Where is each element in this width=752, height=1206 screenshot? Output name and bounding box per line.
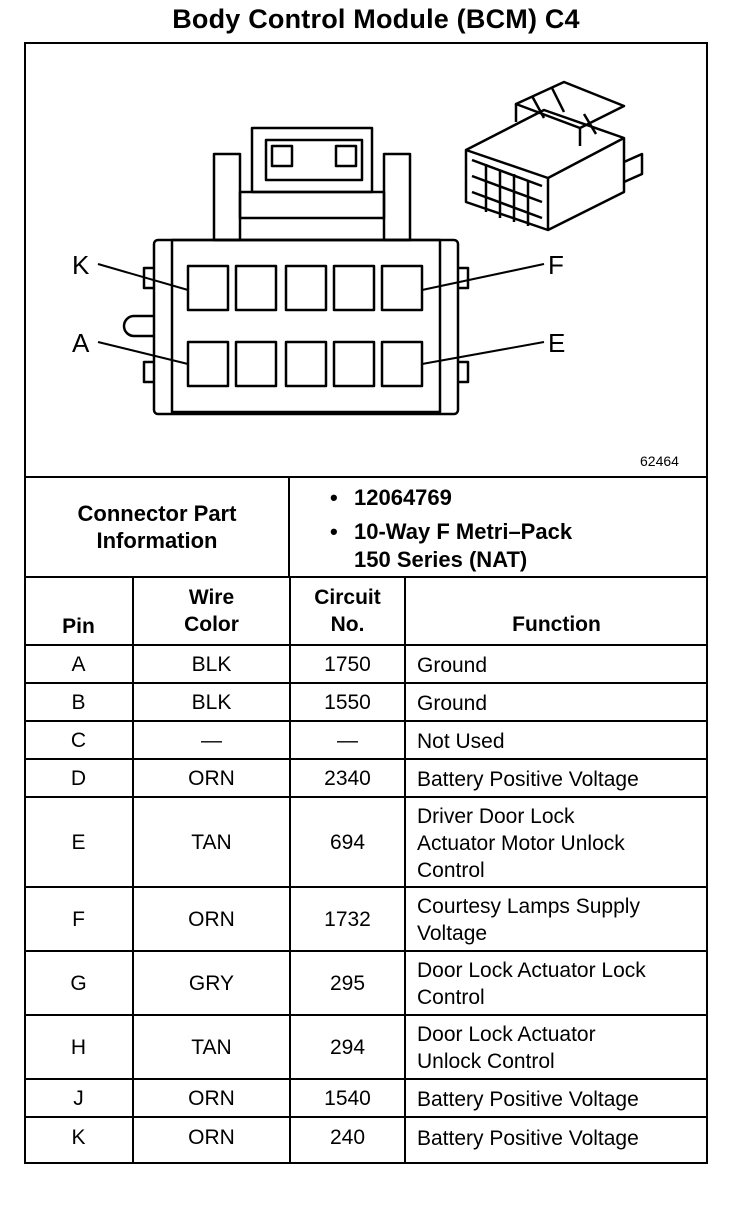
function-cell: Ground: [417, 691, 488, 715]
circuit-cell: 294: [329, 1036, 366, 1059]
wire-color-cell: TAN: [191, 1036, 232, 1059]
wire-color-cell: GRY: [188, 972, 235, 995]
connector-latch: [212, 126, 412, 242]
table-column-rule: [404, 578, 406, 1162]
function-cell: Battery Positive Voltage: [417, 1087, 639, 1111]
circuit-cell: 1550: [324, 691, 371, 714]
pin-cell: K: [71, 1126, 86, 1149]
callout-e: E: [548, 328, 565, 358]
circuit-cell: 1750: [324, 653, 371, 676]
table-rule: [24, 758, 708, 760]
table-column-rule: [132, 578, 134, 1162]
wire-color-cell: ORN: [188, 1126, 235, 1149]
table-rule: [24, 682, 708, 684]
pin-cell: C: [70, 729, 87, 752]
connector-info-label: Connector Part Information: [77, 501, 237, 553]
divider: [24, 476, 708, 478]
circuit-cell: —: [337, 729, 358, 752]
connector-info-details: • 12064769 • 10-Way F Metri–Pack 150 Ser…: [330, 485, 573, 572]
cavity-a: [186, 340, 230, 388]
circuit-cell: 1540: [324, 1087, 371, 1110]
cavity-e: [380, 340, 424, 388]
pin-cell: B: [71, 691, 86, 714]
wire-color-cell: BLK: [191, 653, 232, 676]
figure-number: 62464: [640, 453, 679, 469]
cavity-d: [332, 340, 376, 388]
circuit-cell: 240: [329, 1126, 366, 1149]
wire-color-cell: ORN: [188, 767, 235, 790]
wire-color-cell: BLK: [191, 691, 232, 714]
connector-diagram: K A F E: [72, 80, 644, 416]
pin-cell: H: [70, 1036, 87, 1059]
cavity-h: [284, 264, 328, 312]
circuit-cell: 1732: [324, 908, 371, 931]
wire-color-cell: ORN: [188, 908, 235, 931]
function-cell: Not Used: [417, 729, 505, 753]
table-column-rule: [289, 578, 291, 1162]
cavity-b: [234, 340, 278, 388]
connector-description-line1: 10-Way F Metri–Pack: [354, 519, 573, 544]
table-rule: [24, 886, 708, 888]
pin-cell: F: [72, 908, 85, 931]
pin-cell: G: [70, 972, 87, 995]
wire-color-cell: ORN: [188, 1087, 235, 1110]
connector-description-line2: 150 Series (NAT): [354, 547, 528, 572]
wire-color-cell: TAN: [191, 831, 232, 854]
function-cell: Battery Positive Voltage: [417, 767, 639, 791]
wire-color-cell: —: [201, 729, 222, 752]
circuit-cell: 694: [329, 831, 366, 854]
cavity-f: [380, 264, 424, 312]
function-cell: Battery Positive Voltage: [417, 1126, 639, 1150]
header-function: Function: [512, 613, 601, 636]
pin-cavities: [186, 264, 424, 388]
divider: [288, 476, 290, 578]
callout-f: F: [548, 250, 564, 280]
connector-body: [122, 238, 470, 416]
circuit-cell: 295: [329, 972, 366, 995]
table-rule: [24, 950, 708, 952]
header-pin: Pin: [62, 615, 95, 638]
diagram-frame: [24, 42, 708, 1164]
function-cell: Ground: [417, 653, 488, 677]
circuit-cell: 2340: [324, 767, 371, 790]
cavity-k: [186, 264, 230, 312]
table-rule: [24, 1116, 708, 1118]
table-rule: [24, 644, 708, 646]
callout-a: A: [72, 328, 90, 358]
table-rule: [24, 1078, 708, 1080]
callout-k: K: [72, 250, 90, 280]
cavity-j: [234, 264, 278, 312]
table-rule: [24, 720, 708, 722]
callout-leaders: [97, 263, 545, 365]
cavity-c: [284, 340, 328, 388]
pin-cell: E: [71, 831, 86, 854]
divider: [24, 576, 708, 578]
table-rule: [24, 1014, 708, 1016]
part-number: 12064769: [354, 485, 452, 510]
connector-isometric-view: [464, 80, 644, 232]
pin-cell: J: [73, 1087, 84, 1110]
pin-cell: D: [70, 767, 87, 790]
cavity-g: [332, 264, 376, 312]
table-rule: [24, 796, 708, 798]
pin-cell: A: [71, 653, 86, 676]
page-title: Body Control Module (BCM) C4: [172, 4, 580, 34]
